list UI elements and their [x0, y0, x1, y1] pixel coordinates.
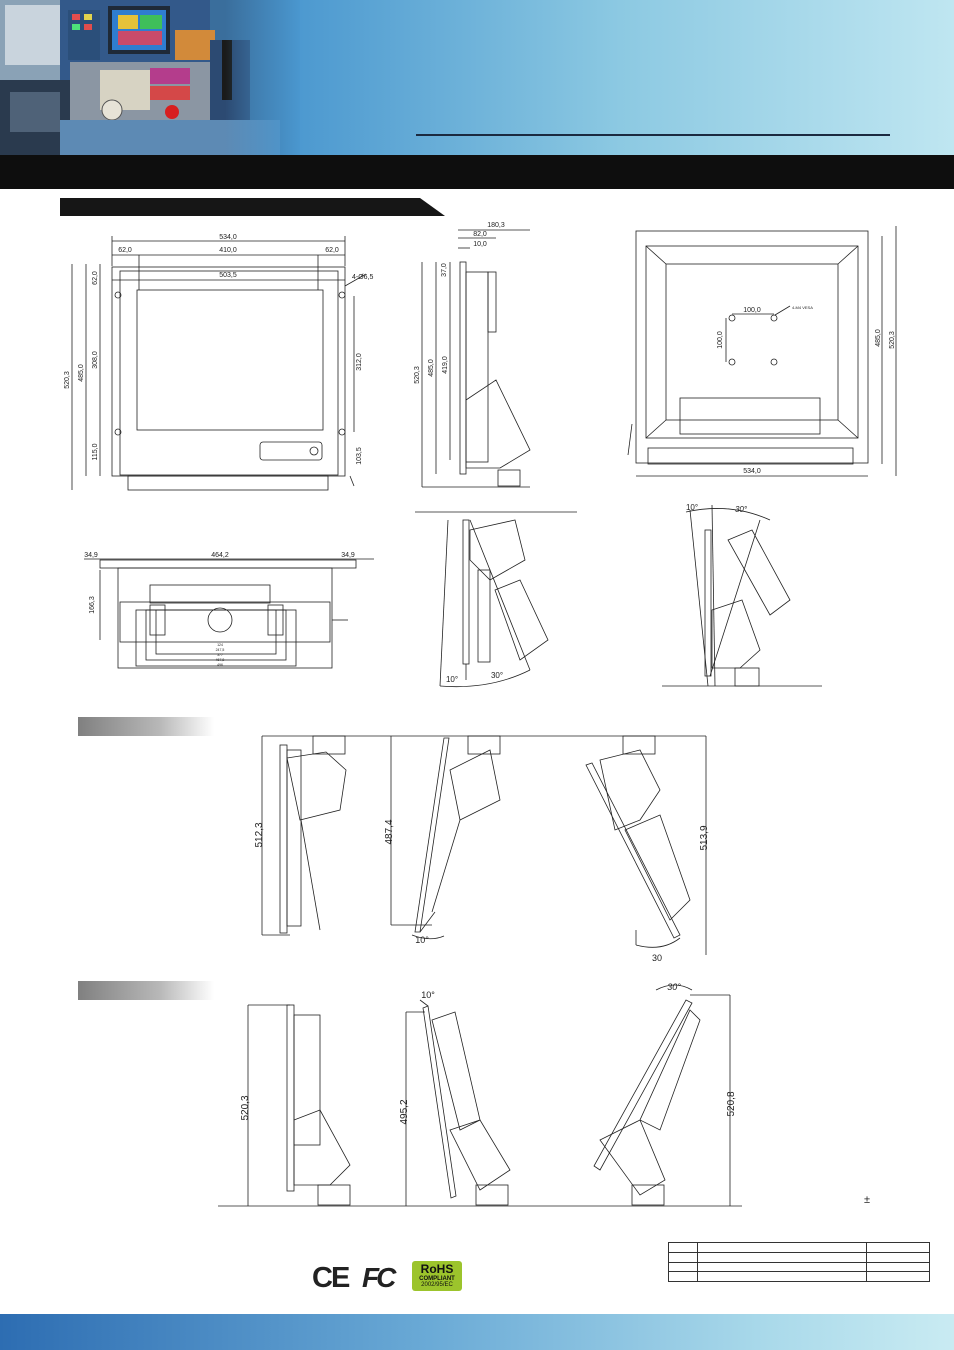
bottom-left-dim: 34,9 — [84, 552, 98, 559]
ceiling-height-3: 513,9 — [699, 825, 710, 850]
title-bar — [0, 155, 954, 189]
desk-height-1: 520,3 — [240, 1095, 251, 1120]
front-view-drawing — [71, 236, 367, 491]
desk-mount-tab — [78, 981, 214, 1000]
rear-view-drawing — [627, 226, 897, 477]
desk-mount-drawings — [218, 984, 742, 1207]
front-display-height: 308,0 — [92, 351, 99, 369]
ceiling-mount-drawings — [261, 735, 707, 955]
side-depth-3: 10,0 — [473, 241, 487, 248]
bottom-sub-dim-2: 247,5 — [216, 648, 225, 652]
bottom-right-dim: 34,9 — [341, 552, 355, 559]
bottom-view-drawing — [84, 558, 374, 669]
bottom-sub-dim-3: 377 — [217, 653, 223, 657]
ceiling-mount-tab — [78, 717, 214, 736]
ceiling-height-2: 487,4 — [384, 819, 395, 844]
front-bottom-offset: 103,5 — [356, 447, 363, 465]
front-overall-width: 534,0 — [219, 234, 237, 241]
page-footer — [0, 1314, 954, 1350]
ce-logo: CE — [312, 1262, 350, 1294]
desk-angle-2: 30° — [667, 982, 681, 992]
front-frame-height: 485,0 — [78, 364, 85, 382]
side-depth-2: 82,0 — [473, 231, 487, 238]
side-height-3: 419,0 — [442, 356, 449, 374]
tilt-b-angle-2: 30° — [735, 505, 748, 514]
bottom-sub-dim-1: 124 — [217, 643, 223, 647]
rohs-subtitle: COMPLIANT — [419, 1276, 455, 1282]
front-bottom-margin: 115,0 — [92, 443, 99, 460]
bottom-sub-dim-4: 467,8 — [216, 658, 225, 662]
side-height-1: 520,3 — [414, 366, 421, 384]
tilt-a-angle-1: 10° — [446, 675, 458, 684]
rear-vesa-horizontal: 100,0 — [743, 307, 761, 314]
rohs-title: RoHS — [420, 1262, 454, 1276]
rear-height-1: 485,0 — [875, 329, 882, 347]
front-margin-left: 62,0 — [118, 247, 132, 254]
rear-vesa-vertical: 100,0 — [717, 331, 724, 349]
tolerance-sign: ± — [864, 1194, 871, 1206]
desk-angle-1: 10° — [421, 990, 435, 1000]
bottom-center-dim: 464,2 — [211, 552, 229, 559]
side-height-2: 485,0 — [428, 359, 435, 377]
tilt-b-angle-1: 10° — [686, 503, 698, 512]
tilt-diagram-b — [662, 504, 822, 687]
front-side-span: 312,0 — [356, 353, 363, 371]
rohs-code: 2002/95/EC — [421, 1282, 453, 1288]
rear-vesa-label: 4-M4 VESA — [792, 305, 813, 310]
front-top-margin: 62,0 — [92, 271, 99, 285]
tilt-diagram-a — [415, 511, 577, 688]
front-margin-right: 62,0 — [325, 247, 339, 254]
front-inner-width: 503,5 — [219, 272, 237, 279]
rear-height-2: 520,3 — [889, 331, 896, 349]
bottom-sub-dim-5: 496 — [217, 663, 223, 667]
rear-width: 534,0 — [743, 468, 761, 475]
bottom-depth-dim: 166,3 — [89, 596, 96, 614]
front-panel-width: 410,0 — [219, 247, 237, 254]
control-console-photo — [0, 0, 300, 155]
ceiling-angle-1: 10° — [415, 935, 429, 945]
desk-height-3: 520,8 — [726, 1091, 737, 1116]
side-depth: 180,3 — [487, 222, 505, 229]
desk-height-2: 495,2 — [399, 1099, 410, 1124]
fcc-logo: FC — [362, 1262, 396, 1293]
header-rule — [416, 134, 890, 136]
front-hole-note: 4-Ø6,5 — [352, 274, 374, 281]
section-heading-bar — [60, 198, 445, 216]
side-top-offset: 37,0 — [441, 263, 448, 277]
tilt-a-angle-2: 30° — [491, 671, 503, 680]
side-view-drawing — [421, 229, 531, 488]
ceiling-height-1: 512,3 — [254, 822, 265, 847]
front-overall-height: 520,3 — [64, 371, 71, 389]
rohs-badge: RoHS COMPLIANT 2002/95/EC — [412, 1261, 462, 1291]
ceiling-angle-2: 30 — [652, 953, 662, 963]
revision-table — [668, 1242, 930, 1282]
